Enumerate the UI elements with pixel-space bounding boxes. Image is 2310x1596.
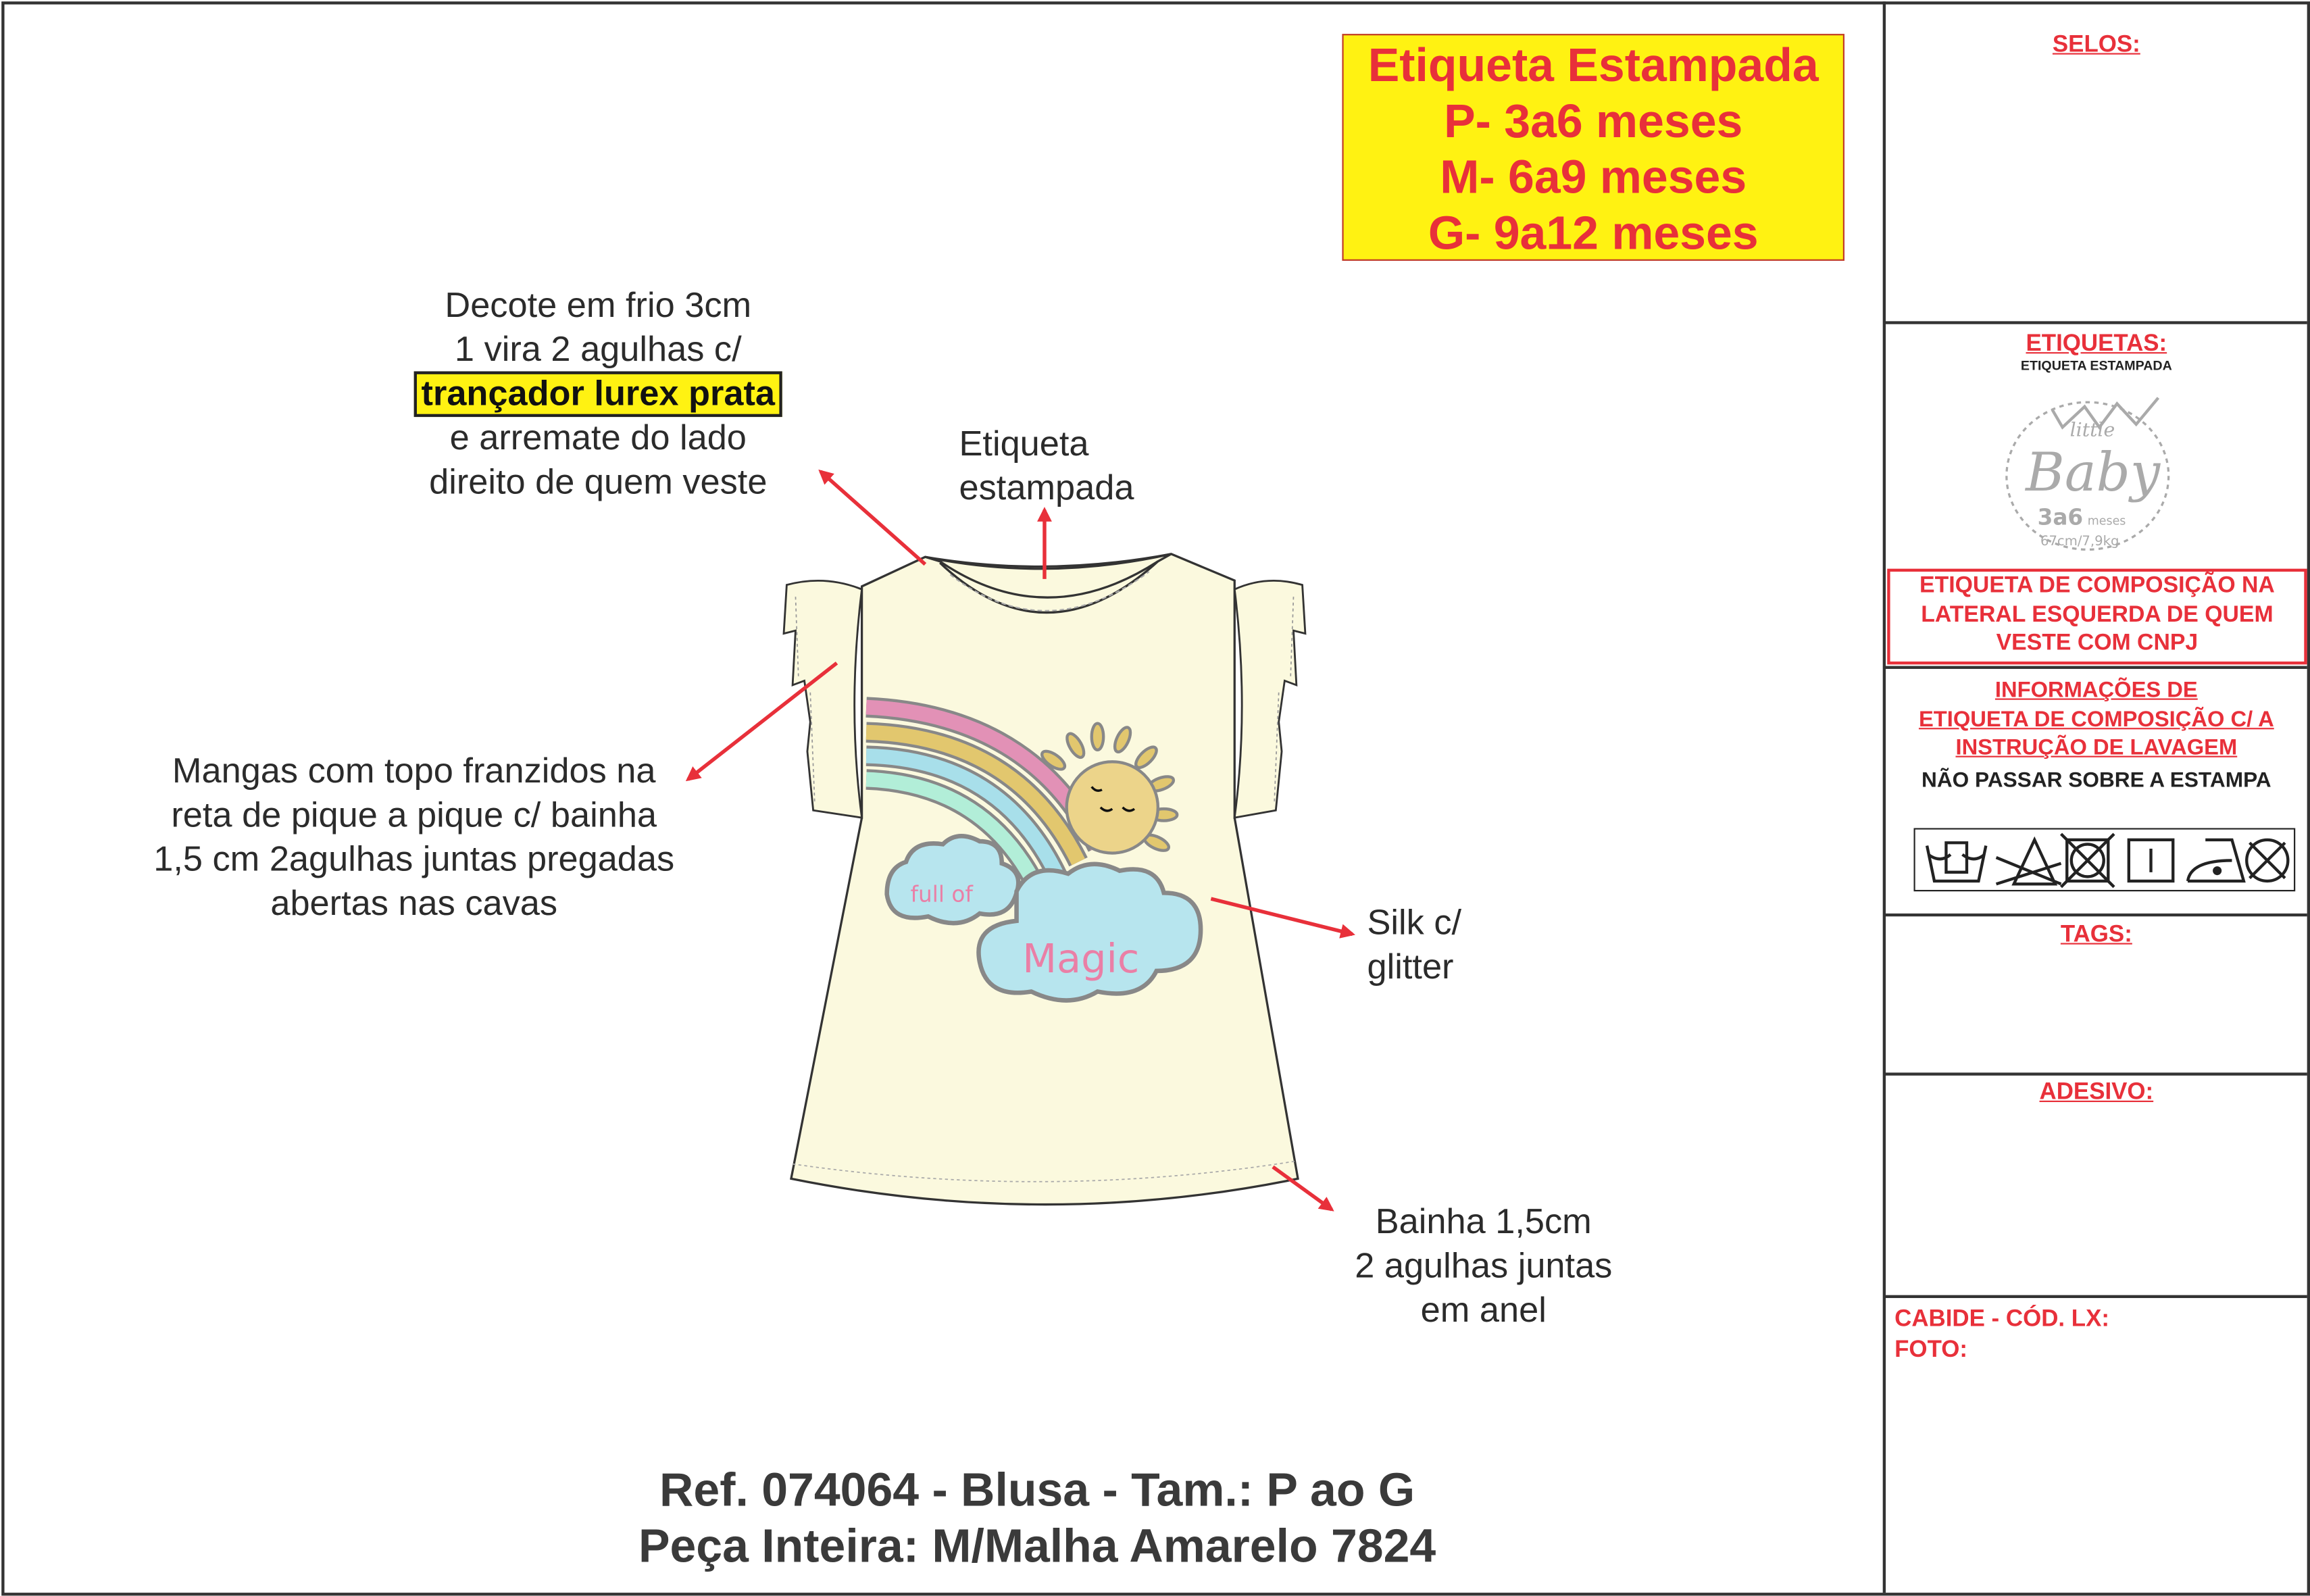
logo-little: little: [2070, 418, 2115, 441]
info-line: ETIQUETA DE COMPOSIÇÃO C/ A: [1918, 706, 2274, 732]
sleeve-note: Mangas com topo franzidos na reta de piq…: [153, 750, 674, 927]
no-tumble-dry-icon: [2059, 832, 2115, 889]
highlight-lurex: trançador lurex prata: [413, 371, 782, 418]
composition-line: VESTE COM CNPJ: [1996, 630, 2199, 656]
print-note: Silk c/ glitter: [1367, 901, 1462, 990]
foto-label: FOTO:: [1894, 1337, 1968, 1363]
note-line: Etiqueta: [959, 424, 1089, 464]
etiquetas-sub: ETIQUETA ESTAMPADA: [2020, 357, 2172, 373]
sun-print: [1040, 722, 1179, 855]
adesivo-heading: ADESIVO:: [2039, 1080, 2154, 1105]
hanger-photo-section: CABIDE - CÓD. LX: FOTO:: [1894, 1304, 2109, 1366]
composition-line: LATERAL ESQUERDA DE QUEM: [1921, 601, 2274, 627]
tags-heading: TAGS:: [2060, 922, 2132, 948]
divider: [1884, 1072, 2307, 1076]
rainbow-print: [865, 697, 1107, 896]
arrow-neckline: [818, 469, 927, 566]
note-line: 1,5 cm 2agulhas juntas pregadas: [153, 839, 675, 880]
print-text-big: Magic: [1022, 935, 1139, 982]
size-m: M- 6a9 meses: [1440, 150, 1747, 203]
divider: [1884, 1295, 2307, 1299]
note-line: abertas nas cavas: [270, 884, 558, 924]
care-info-heading: INFORMAÇÕES DE ETIQUETA DE COMPOSIÇÃO C/…: [1886, 676, 2307, 763]
size-p: P- 3a6 meses: [1444, 94, 1743, 148]
arrow-sleeve: [685, 662, 838, 782]
note-line: Decote em frio 3cm: [445, 286, 752, 326]
no-bleach-icon: [1995, 836, 2062, 886]
logo-unit: meses: [2088, 514, 2126, 528]
ironing-warning: NÃO PASSAR SOBRE A ESTAMPA: [1922, 769, 2271, 793]
note-line: Bainha 1,5cm: [1375, 1202, 1592, 1243]
panel-divider: [1882, 1, 1886, 1593]
note-line: estampada: [959, 468, 1134, 509]
note-line: reta de pique a pique c/ bainha: [171, 795, 657, 836]
hem-note: Bainha 1,5cm 2 agulhas juntas em anel: [1355, 1201, 1612, 1333]
label-note: Etiqueta estampada: [959, 423, 1134, 512]
note-line: Silk c/: [1367, 903, 1462, 943]
hand-wash-icon: [1925, 841, 1988, 883]
left-sleeve-ruffle: [782, 580, 863, 819]
note-line: em anel: [1420, 1291, 1547, 1330]
size-g: G- 9a12 meses: [1428, 206, 1759, 259]
composition-label-box: ETIQUETA DE COMPOSIÇÃO NA LATERAL ESQUER…: [1887, 568, 2307, 665]
iron-low-icon: [2186, 838, 2246, 883]
info-line: INFORMAÇÕES DE: [1994, 678, 2198, 703]
divider: [1884, 913, 2307, 917]
size-label-box: Etiqueta Estampada P- 3a6 meses M- 6a9 m…: [1342, 34, 1844, 261]
neckline-note: Decote em frio 3cm 1 vira 2 agulhas c/ t…: [413, 284, 782, 505]
cloud-print: [884, 834, 1203, 1003]
print-text-small: full of: [911, 881, 974, 907]
divider: [1884, 666, 2307, 669]
right-sleeve-ruffle: [1233, 580, 1307, 819]
annotation-arrows: [685, 469, 1355, 1212]
logo-size: 3a6: [2038, 504, 2084, 530]
no-dry-clean-icon: [2245, 838, 2290, 883]
selos-heading: SELOS:: [2052, 32, 2140, 58]
note-line: e arremate do lado: [449, 418, 747, 459]
note-line: 1 vira 2 agulhas c/: [454, 330, 742, 370]
composition-line: ETIQUETA DE COMPOSIÇÃO NA: [1919, 573, 2275, 599]
arrow-print: [1210, 897, 1355, 939]
care-symbols: [1913, 828, 2296, 892]
size-box-title: Etiqueta Estampada: [1367, 38, 1819, 92]
note-line: glitter: [1367, 947, 1454, 987]
footer-reference: Ref. 074064 - Blusa - Tam.: P ao G: [659, 1463, 1415, 1516]
footer-fabric: Peça Inteira: M/Malha Amarelo 7824: [638, 1519, 1436, 1572]
logo-brand: Baby: [2024, 441, 2161, 503]
info-line: INSTRUÇÃO DE LAVAGEM: [1955, 735, 2238, 761]
note-line: 2 agulhas juntas: [1355, 1246, 1613, 1287]
arrow-hem: [1272, 1165, 1334, 1212]
divider: [1884, 321, 2307, 324]
note-line: Mangas com topo franzidos na: [172, 751, 656, 791]
line-dry-icon: [2127, 838, 2175, 883]
logo-measure: 67cm/7,9kg: [2040, 533, 2119, 549]
etiquetas-heading: ETIQUETAS:: [2026, 331, 2167, 357]
little-baby-logo: little Baby 3a6 meses 67cm/7,9kg: [2005, 397, 2170, 551]
note-line: direito de quem veste: [429, 462, 768, 503]
cabide-label: CABIDE - CÓD. LX:: [1894, 1307, 2109, 1332]
